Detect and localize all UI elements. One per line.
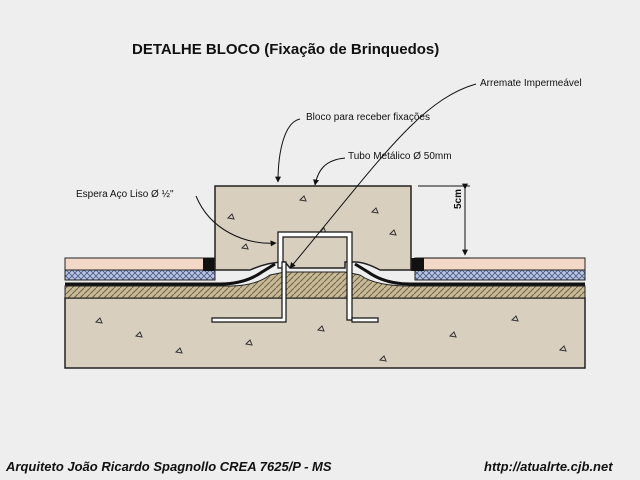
mortar-layer	[64, 271, 586, 299]
concrete-slab	[64, 297, 586, 369]
mesh-layer-right	[414, 269, 586, 281]
finish-layer-left	[64, 257, 216, 271]
leader-espera	[195, 195, 277, 247]
footer-author: Arquiteto João Ricardo Spagnollo CREA 76…	[6, 459, 332, 474]
mesh-layer-left	[64, 269, 216, 281]
label-tubo: Tubo Metálico Ø 50mm	[348, 151, 452, 162]
label-arremate: Arremate Impermeável	[480, 78, 582, 89]
leader-arremate	[289, 83, 477, 269]
leader-tubo	[313, 157, 346, 186]
sealant-right	[411, 258, 424, 271]
leader-bloco	[275, 118, 301, 183]
label-bloco: Bloco para receber fixações	[306, 112, 430, 123]
drawing-title: DETALHE BLOCO (Fixação de Brinquedos)	[132, 41, 440, 58]
steel-rebar	[211, 261, 287, 323]
label-espera: Espera Aço Liso Ø ½"	[76, 189, 174, 200]
concrete-block	[214, 185, 412, 271]
metal-tube	[277, 231, 353, 321]
sealant-left	[203, 258, 215, 271]
finish-layer-right	[414, 257, 586, 271]
footer-url[interactable]: http://atualrte.cjb.net	[484, 459, 613, 474]
dimension-label: 5cm	[453, 188, 464, 209]
waterproof-membrane	[65, 262, 585, 286]
